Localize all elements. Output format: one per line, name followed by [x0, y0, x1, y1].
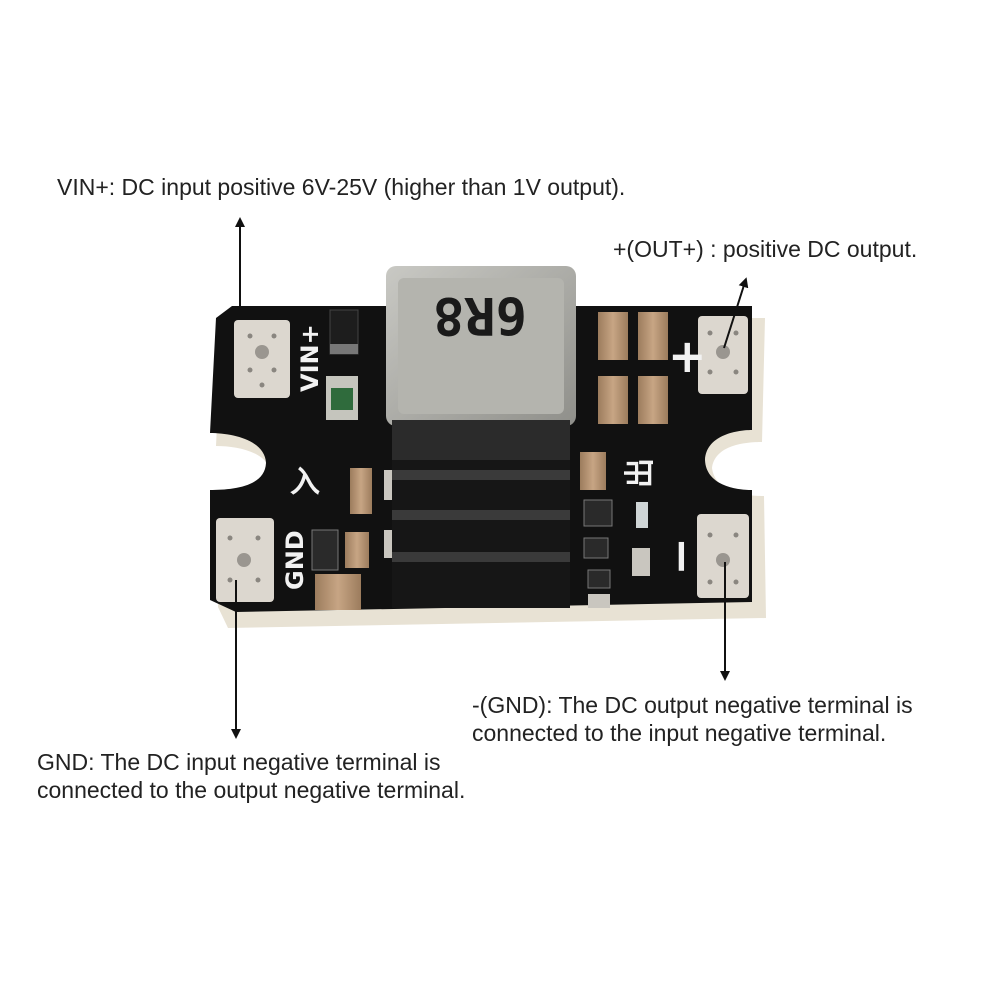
silk-output-char: 出 — [623, 458, 658, 488]
arrow-out — [723, 277, 749, 349]
gnd-in-annotation-line1: GND: The DC input negative terminal is — [37, 749, 441, 775]
left-capacitors — [311, 468, 394, 610]
pad-gnd-in — [216, 518, 274, 602]
gnd-in-annotation: GND: The DC input negative terminal is c… — [37, 748, 465, 804]
right-capacitors — [580, 312, 668, 608]
out-annotation: +(OUT+) : positive DC output. — [613, 236, 918, 262]
gnd-in-annotation-line2: connected to the output negative termina… — [37, 777, 466, 803]
gnd-out-annotation-line1: -(GND): The DC output negative terminal … — [472, 692, 913, 718]
silk-input-char: 入 — [290, 465, 320, 500]
diode-component — [329, 309, 359, 355]
pad-out-plus — [698, 316, 748, 394]
gnd-out-annotation: -(GND): The DC output negative terminal … — [472, 691, 913, 747]
heatsink-component — [392, 420, 570, 608]
pad-vin — [234, 320, 290, 398]
silk-gnd-label: GND — [281, 530, 309, 590]
silk-vin-label: VIN+ — [296, 324, 324, 392]
gnd-out-annotation-line2: connected to the input negative terminal… — [472, 720, 887, 746]
green-led-component — [326, 376, 358, 420]
inductor-marking: 6R8 — [433, 285, 527, 345]
silk-plus-sign: + — [668, 329, 707, 383]
inductor-component: 6R8 — [386, 266, 576, 426]
pad-out-minus — [697, 514, 749, 598]
silk-minus-sign: − — [656, 537, 710, 576]
vin-annotation: VIN+: DC input positive 6V-25V (higher t… — [57, 174, 626, 200]
